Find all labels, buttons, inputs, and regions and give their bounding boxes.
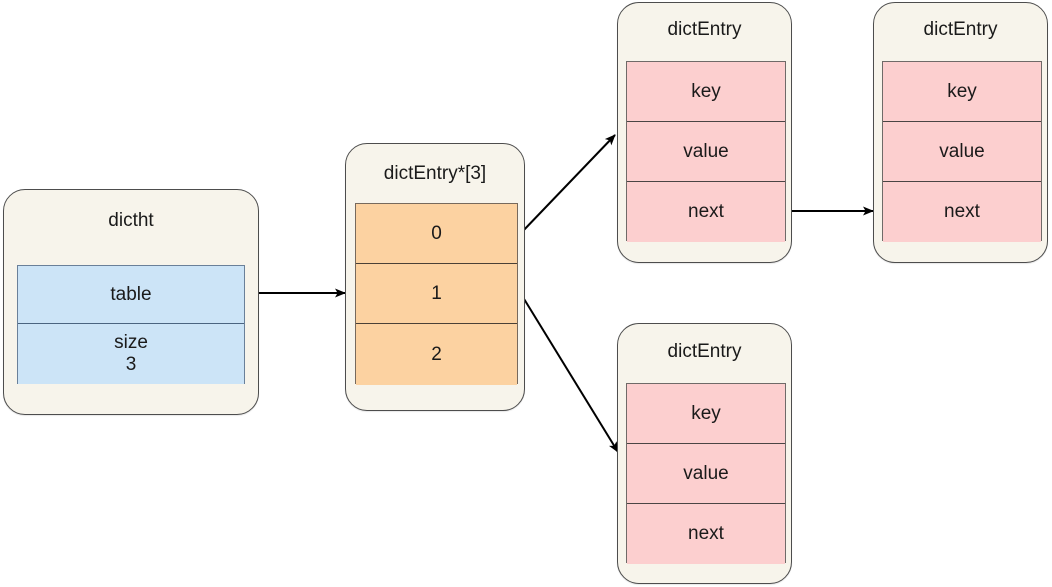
node-entry-top-right-fields: key value next (882, 61, 1042, 242)
arrow-bucket0-to-entry-top-left (520, 134, 616, 234)
entry-top-right-value-label: value (939, 140, 985, 162)
entry-bottom-key-label: key (691, 402, 721, 424)
field-table[interactable]: table (18, 266, 244, 324)
node-entry-top-left[interactable]: dictEntry key value next (617, 2, 792, 263)
node-bucket-array[interactable]: dictEntry*[3] 0 1 2 (345, 143, 525, 411)
entry-bottom-value-label: value (683, 462, 729, 484)
entry-bottom-next-label: next (688, 523, 724, 545)
node-entry-bottom[interactable]: dictEntry key value next (617, 323, 792, 584)
entry-top-left-key[interactable]: key (627, 62, 785, 122)
node-bucket-array-fields: 0 1 2 (355, 203, 518, 385)
bucket-slot-1-label: 1 (431, 282, 442, 304)
node-dictht-fields: table size 3 (17, 265, 245, 384)
node-entry-top-left-fields: key value next (626, 61, 786, 242)
node-entry-top-right-title: dictEntry (923, 19, 998, 40)
field-size-label: size (114, 332, 148, 354)
bucket-slot-2[interactable]: 2 (356, 324, 517, 385)
entry-top-left-next-label: next (688, 201, 724, 223)
entry-top-left-value[interactable]: value (627, 122, 785, 182)
entry-top-left-key-label: key (691, 80, 721, 102)
field-table-label: table (110, 283, 152, 305)
arrow-bucket1-to-entry-bottom (520, 293, 619, 453)
entry-top-right-key[interactable]: key (883, 62, 1041, 122)
bucket-slot-1[interactable]: 1 (356, 264, 517, 324)
node-dictht[interactable]: dictht table size 3 (3, 189, 259, 415)
node-entry-top-left-title: dictEntry (667, 19, 742, 40)
entry-top-right-key-label: key (947, 80, 977, 102)
field-size-value: 3 (125, 354, 137, 375)
entry-top-left-next[interactable]: next (627, 182, 785, 242)
entry-bottom-value[interactable]: value (627, 444, 785, 504)
node-entry-bottom-title: dictEntry (667, 341, 742, 362)
bucket-slot-0-label: 0 (431, 222, 442, 244)
bucket-slot-0[interactable]: 0 (356, 204, 517, 264)
entry-top-right-value[interactable]: value (883, 122, 1041, 182)
entry-bottom-next[interactable]: next (627, 504, 785, 564)
node-entry-top-right[interactable]: dictEntry key value next (873, 2, 1048, 263)
field-size[interactable]: size 3 (18, 324, 244, 384)
entry-top-left-value-label: value (683, 140, 729, 162)
entry-bottom-key[interactable]: key (627, 384, 785, 444)
node-bucket-array-title: dictEntry*[3] (383, 163, 487, 184)
entry-top-right-next[interactable]: next (883, 182, 1041, 242)
node-dictht-title: dictht (108, 210, 154, 231)
bucket-slot-2-label: 2 (431, 343, 442, 365)
node-entry-bottom-fields: key value next (626, 383, 786, 564)
entry-top-right-next-label: next (944, 201, 980, 223)
